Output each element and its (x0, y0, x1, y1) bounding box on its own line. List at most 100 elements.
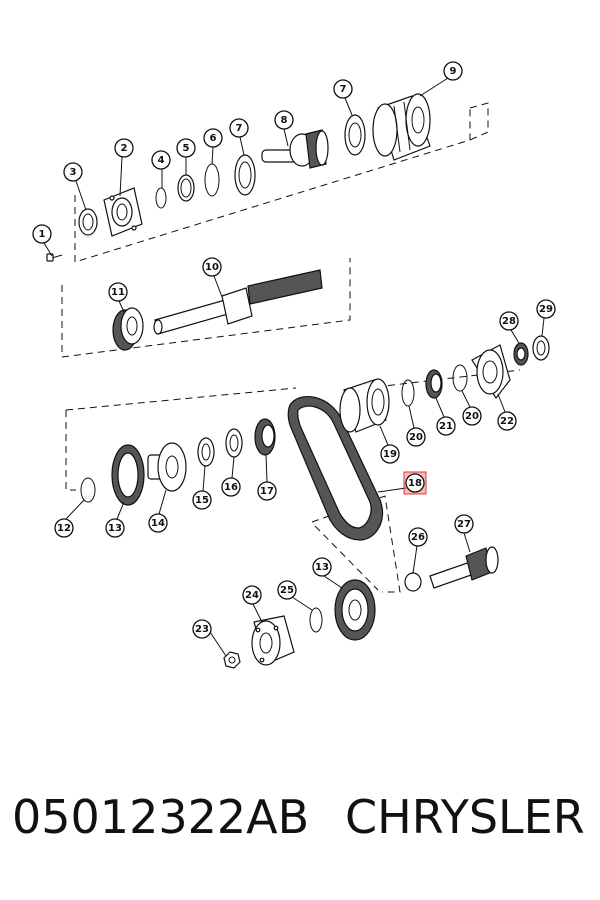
callout-7: 7 (333, 79, 353, 99)
parts (46, 93, 550, 669)
brand-name: CHRYSLER (345, 790, 585, 844)
callout-24: 24 (242, 585, 262, 605)
callout-3: 3 (63, 162, 83, 182)
snap-ring-part-6 (309, 607, 323, 633)
callout-number: 29 (539, 304, 553, 315)
needle-bearing-part-2 (225, 428, 243, 458)
callout-circle (108, 282, 128, 302)
callout-number: 13 (108, 523, 122, 534)
callout-14: 14 (148, 513, 168, 533)
callout-circle (192, 490, 212, 510)
callout-number: 18 (408, 478, 422, 489)
driven-sprocket-part (334, 579, 376, 641)
nut-part (223, 651, 241, 669)
mainshaft-part (153, 269, 323, 335)
callout-circle (408, 527, 428, 547)
callout-circle (380, 444, 400, 464)
snap-ring-part-4 (401, 379, 415, 407)
snap-ring-part-5 (452, 364, 468, 392)
callout-number: 8 (281, 115, 288, 126)
callout-number: 20 (409, 432, 423, 443)
callout-29: 29 (536, 299, 556, 319)
callout-16: 16 (221, 477, 241, 497)
callout-number: 11 (111, 287, 125, 298)
callout-20: 20 (462, 406, 482, 426)
callout-circle (333, 79, 353, 99)
callout-6: 6 (203, 128, 223, 148)
sprocket-hub-part (147, 442, 187, 492)
callout-25: 25 (277, 580, 297, 600)
callout-circle (176, 138, 196, 158)
callout-number: 27 (457, 519, 471, 530)
callout-23: 23 (192, 619, 212, 639)
callout-26: 26 (408, 527, 428, 547)
callout-circle (257, 481, 277, 501)
callout-number: 19 (383, 449, 397, 460)
washer-part-26 (404, 572, 422, 592)
input-gear-part (261, 129, 329, 169)
ring-part (177, 174, 195, 202)
callout-circle (192, 619, 212, 639)
callout-circle (497, 411, 517, 431)
callout-17: 17 (257, 481, 277, 501)
callout-12: 12 (54, 518, 74, 538)
part-number: 05012322AB (12, 790, 310, 844)
callout-27: 27 (454, 514, 474, 534)
callout-8: 8 (274, 110, 294, 130)
footer: 05012322AB CHRYSLER (0, 790, 600, 870)
leader-lines (43, 77, 545, 657)
callout-number: 16 (224, 482, 238, 493)
callout-circle (312, 557, 332, 577)
callout-22: 22 (497, 411, 517, 431)
snap-ring-part (155, 187, 167, 209)
callout-21: 21 (436, 416, 456, 436)
callout-circle (436, 416, 456, 436)
callout-number: 10 (205, 262, 219, 273)
callout-number: 5 (183, 143, 190, 154)
callout-7: 7 (229, 118, 249, 138)
callout-circle (203, 128, 223, 148)
callout-circle (114, 138, 134, 158)
callout-18: 18 (403, 471, 427, 495)
callout-circle (202, 257, 222, 277)
callout-circle (148, 513, 168, 533)
callout-circle (242, 585, 262, 605)
bearing-part-2 (425, 369, 443, 399)
callout-circle (454, 514, 474, 534)
snap-ring-part-2 (204, 163, 220, 197)
callout-20: 20 (406, 427, 426, 447)
bearing-part (254, 418, 276, 456)
ring-gear-part (111, 444, 145, 506)
drive-gear-part (112, 307, 144, 351)
washer-part (234, 154, 256, 196)
callout-number: 4 (158, 155, 165, 166)
callout-10: 10 (202, 257, 222, 277)
seal-part (78, 208, 98, 236)
snap-ring-part-3 (80, 477, 96, 503)
bracket-part (103, 187, 143, 237)
clutch-housing-part (339, 378, 390, 433)
callout-28: 28 (499, 311, 519, 331)
callout-number: 20 (465, 411, 479, 422)
callout-19: 19 (380, 444, 400, 464)
callout-number: 28 (502, 316, 516, 327)
callout-circle (536, 299, 556, 319)
callout-11: 11 (108, 282, 128, 302)
callout-number: 12 (57, 523, 71, 534)
callout-circle (406, 427, 426, 447)
bolt-part (46, 253, 63, 262)
callout-4: 4 (151, 150, 171, 170)
callout-circle (443, 61, 463, 81)
seal-part-28 (513, 342, 529, 366)
callout-1: 1 (32, 224, 52, 244)
extension-housing-part (471, 344, 511, 400)
callout-circle (32, 224, 52, 244)
callout-number: 15 (195, 495, 209, 506)
callout-number: 17 (260, 486, 274, 497)
callout-number: 1 (39, 229, 46, 240)
callout-number: 7 (340, 84, 347, 95)
callout-number: 13 (315, 562, 329, 573)
callout-circle (54, 518, 74, 538)
callout-circle (499, 311, 519, 331)
callout-number: 23 (195, 624, 209, 635)
